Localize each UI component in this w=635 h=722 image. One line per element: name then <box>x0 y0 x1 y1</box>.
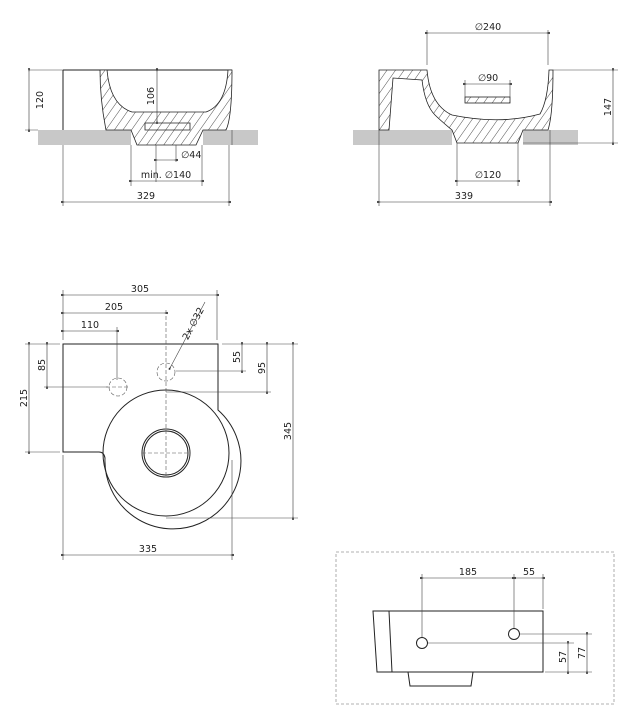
label-335: 335 <box>139 544 157 555</box>
basin-outline <box>62 69 232 130</box>
drain-body <box>407 671 474 687</box>
drain-section <box>144 122 191 131</box>
hole-callout-leader <box>168 301 206 371</box>
hole-left <box>416 637 428 649</box>
countertop-left <box>38 130 131 145</box>
basin-section <box>378 69 554 144</box>
label-55: 55 <box>232 351 243 363</box>
label-55-front: 55 <box>523 567 535 578</box>
label-height-120: 120 <box>35 91 46 109</box>
countertop-right <box>523 130 578 145</box>
label-width-339: 339 <box>455 191 473 202</box>
label-overflow-90: ∅90 <box>478 73 498 84</box>
side-view-2: ∅240 ∅90 147 ∅120 339 <box>353 22 618 206</box>
front-view: 185 55 57 77 <box>335 551 615 705</box>
label-57: 57 <box>558 651 569 663</box>
label-205: 205 <box>105 302 123 313</box>
label-cutout-140: min. ∅140 <box>141 170 191 181</box>
tap-hole <box>508 628 520 640</box>
side-view-1: 120 106 ∅44 min. ∅140 329 <box>25 68 258 206</box>
overflow-section <box>464 96 511 104</box>
countertop-left <box>353 130 452 145</box>
basin-body <box>372 610 544 673</box>
label-95: 95 <box>257 362 268 374</box>
basin-section <box>99 69 233 146</box>
label-305: 305 <box>131 284 149 295</box>
label-345: 345 <box>283 422 294 440</box>
countertop-right <box>203 130 258 145</box>
tap-hole <box>156 362 176 382</box>
label-height-147: 147 <box>603 98 614 116</box>
label-hole-callout: 2x ∅32 <box>181 306 207 342</box>
label-width-329: 329 <box>137 191 155 202</box>
label-77: 77 <box>577 647 588 659</box>
label-85: 85 <box>37 359 48 371</box>
label-cutout-120: ∅120 <box>475 170 501 181</box>
label-185: 185 <box>459 567 477 578</box>
top-view: 2x ∅32 305 205 110 215 85 55 95 345 335 <box>19 284 298 560</box>
label-215: 215 <box>19 389 30 407</box>
basin-outline <box>62 343 242 530</box>
label-depth-106: 106 <box>146 87 157 105</box>
label-110: 110 <box>81 320 99 331</box>
label-bowl-240: ∅240 <box>475 22 501 33</box>
label-drain-44: ∅44 <box>181 150 201 161</box>
